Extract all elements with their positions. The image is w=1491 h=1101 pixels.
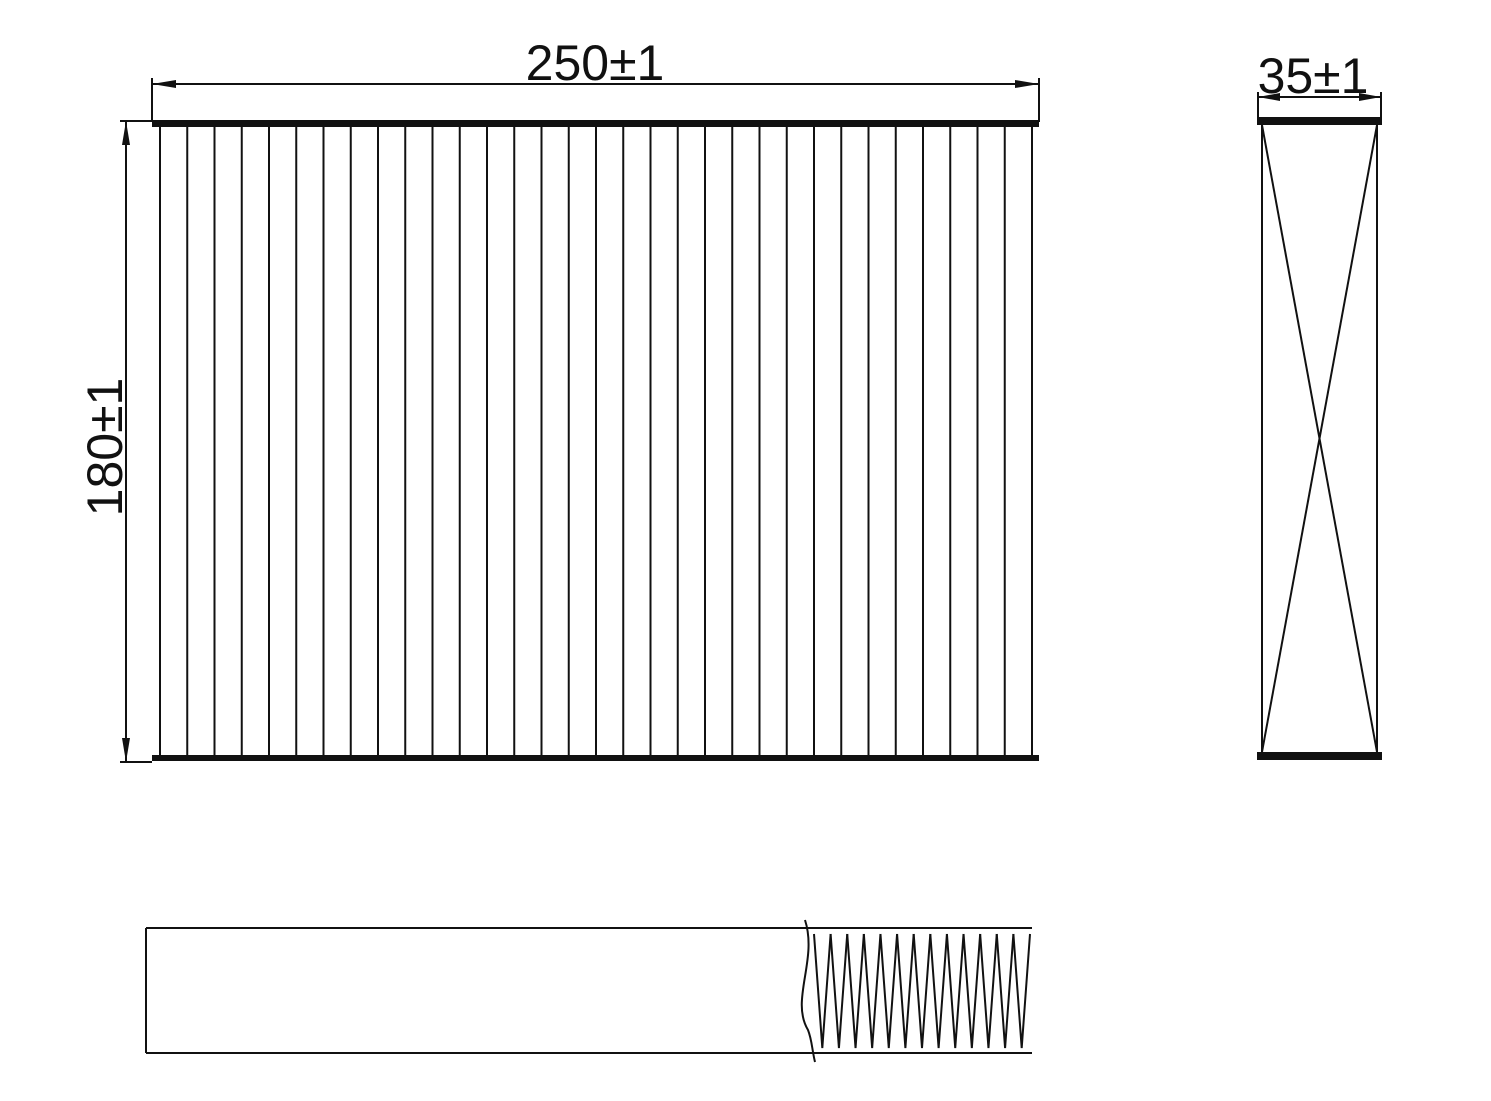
front-pleat-lines	[159, 127, 1033, 755]
side-bottom-bar	[1257, 752, 1382, 760]
front-top-bar	[152, 120, 1039, 127]
pleat-fold	[962, 933, 982, 1049]
pleat-fold	[979, 933, 998, 1049]
side-view: 35±1	[1257, 48, 1382, 760]
height-dimension-label: 180±1	[77, 378, 133, 517]
pleat-fold	[929, 933, 948, 1049]
depth-arrow-left	[1258, 93, 1280, 101]
side-top-bar	[1257, 117, 1382, 125]
pleat-fold	[879, 933, 899, 1049]
pleat-fold	[862, 933, 882, 1049]
pleat-fold	[829, 933, 849, 1049]
pleat-fold	[846, 933, 865, 1049]
width-arrow-left	[152, 80, 176, 88]
side-diagonal-2	[1261, 124, 1378, 753]
bottom-pleat-zigzag	[813, 933, 1031, 1049]
width-arrow-right	[1015, 80, 1039, 88]
bottom-view	[145, 919, 1032, 1063]
pleat-fold	[995, 933, 1015, 1049]
pleat-fold	[813, 933, 832, 1049]
pleat-fold	[945, 933, 965, 1049]
pleat-fold	[896, 933, 915, 1049]
front-bottom-bar	[152, 755, 1039, 761]
height-arrow-top	[122, 121, 130, 145]
height-arrow-bottom	[122, 738, 130, 762]
depth-dimension-label: 35±1	[1258, 48, 1369, 104]
width-dimension-label: 250±1	[526, 35, 665, 91]
pleat-fold	[912, 933, 932, 1049]
front-view: 250±1 180±1	[77, 35, 1040, 763]
pleat-fold	[1012, 933, 1031, 1049]
depth-arrow-right	[1359, 93, 1381, 101]
bottom-break-line	[800, 919, 816, 1063]
